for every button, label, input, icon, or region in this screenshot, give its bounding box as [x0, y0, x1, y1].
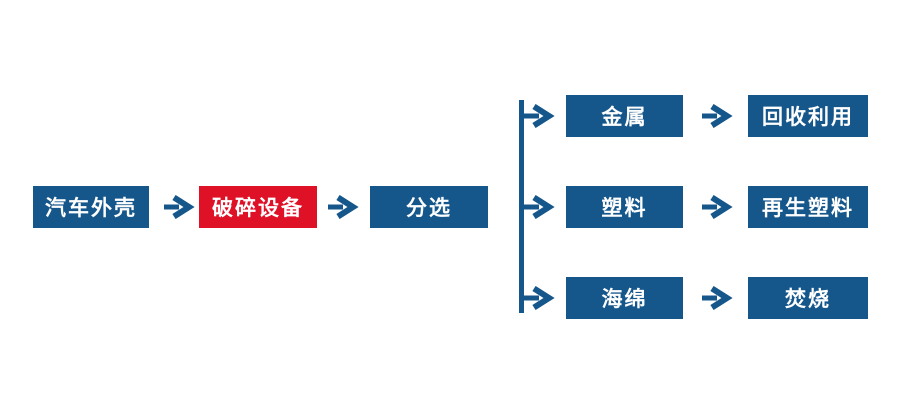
node-crushing-equipment: 破碎设备 [199, 186, 317, 228]
arrow-right-icon [327, 195, 359, 219]
arrow-right-icon [163, 195, 195, 219]
node-recycling: 回收利用 [748, 95, 868, 137]
arrow-right-icon [523, 104, 555, 128]
node-car-shell: 汽车外壳 [33, 186, 149, 228]
arrow-right-icon [701, 104, 733, 128]
arrow-right-icon [701, 286, 733, 310]
node-plastic: 塑料 [566, 186, 683, 228]
node-metal: 金属 [566, 95, 683, 137]
arrow-right-icon [523, 195, 555, 219]
node-sponge: 海绵 [566, 277, 683, 319]
node-incineration: 焚烧 [748, 277, 868, 319]
node-recycled-plastic: 再生塑料 [748, 186, 868, 228]
arrow-right-icon [701, 195, 733, 219]
branch-connector-line [519, 100, 524, 313]
arrow-right-icon [523, 286, 555, 310]
node-sorting: 分选 [370, 186, 488, 228]
